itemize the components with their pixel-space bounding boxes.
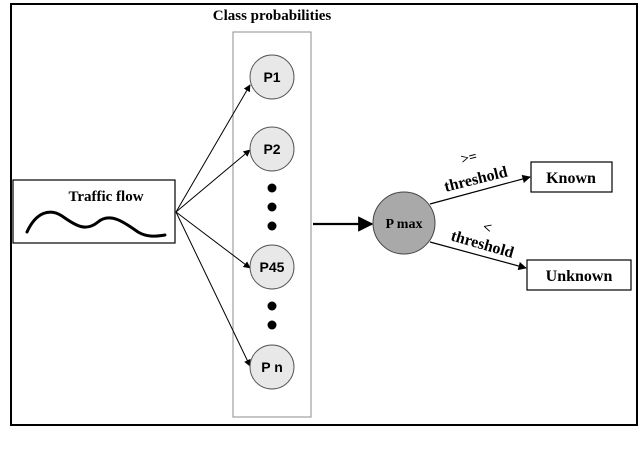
ellipsis-dot bbox=[267, 320, 277, 330]
arrow-to-pn bbox=[175, 211, 251, 367]
class-circle-p2: P2 bbox=[249, 126, 295, 172]
unknown-box: Unknown bbox=[526, 259, 632, 291]
known-condition-label: >= bbox=[460, 149, 479, 167]
ellipsis-dot bbox=[267, 301, 277, 311]
ellipsis-dot bbox=[267, 202, 277, 212]
ellipsis-dot bbox=[267, 221, 277, 231]
unknown-condition-label: < bbox=[481, 219, 494, 237]
class-circle-p1: P1 bbox=[249, 54, 295, 100]
outer-frame bbox=[10, 3, 638, 426]
class-label-pn: P n bbox=[261, 359, 283, 375]
pmax-label: P max bbox=[386, 217, 423, 232]
known-result-label: Known bbox=[546, 170, 596, 187]
arrow-to-p45 bbox=[175, 211, 251, 269]
known-box: Known bbox=[530, 161, 613, 193]
arrow-to-unknown bbox=[429, 241, 527, 271]
class-circle-pn: P n bbox=[249, 344, 295, 390]
known-threshold-label: threshold bbox=[443, 164, 510, 196]
class-probabilities-column bbox=[232, 31, 312, 418]
traffic-flow-box: Traffic flow bbox=[12, 179, 176, 244]
arrow-to-p2 bbox=[175, 149, 251, 213]
arrow-to-known bbox=[429, 174, 531, 205]
traffic-flow-label: Traffic flow bbox=[68, 189, 143, 205]
unknown-result-label: Unknown bbox=[546, 268, 613, 285]
class-probabilities-title: Class probabilities bbox=[213, 8, 332, 24]
class-label-p1: P1 bbox=[263, 69, 280, 85]
ellipsis-dot bbox=[267, 183, 277, 193]
traffic-wave-icon bbox=[25, 210, 167, 238]
class-circle-p45: P45 bbox=[249, 244, 295, 290]
class-label-p2: P2 bbox=[263, 141, 280, 157]
arrow-to-p1 bbox=[175, 84, 251, 213]
pmax-circle: P max bbox=[372, 191, 436, 255]
class-label-p45: P45 bbox=[260, 259, 285, 275]
